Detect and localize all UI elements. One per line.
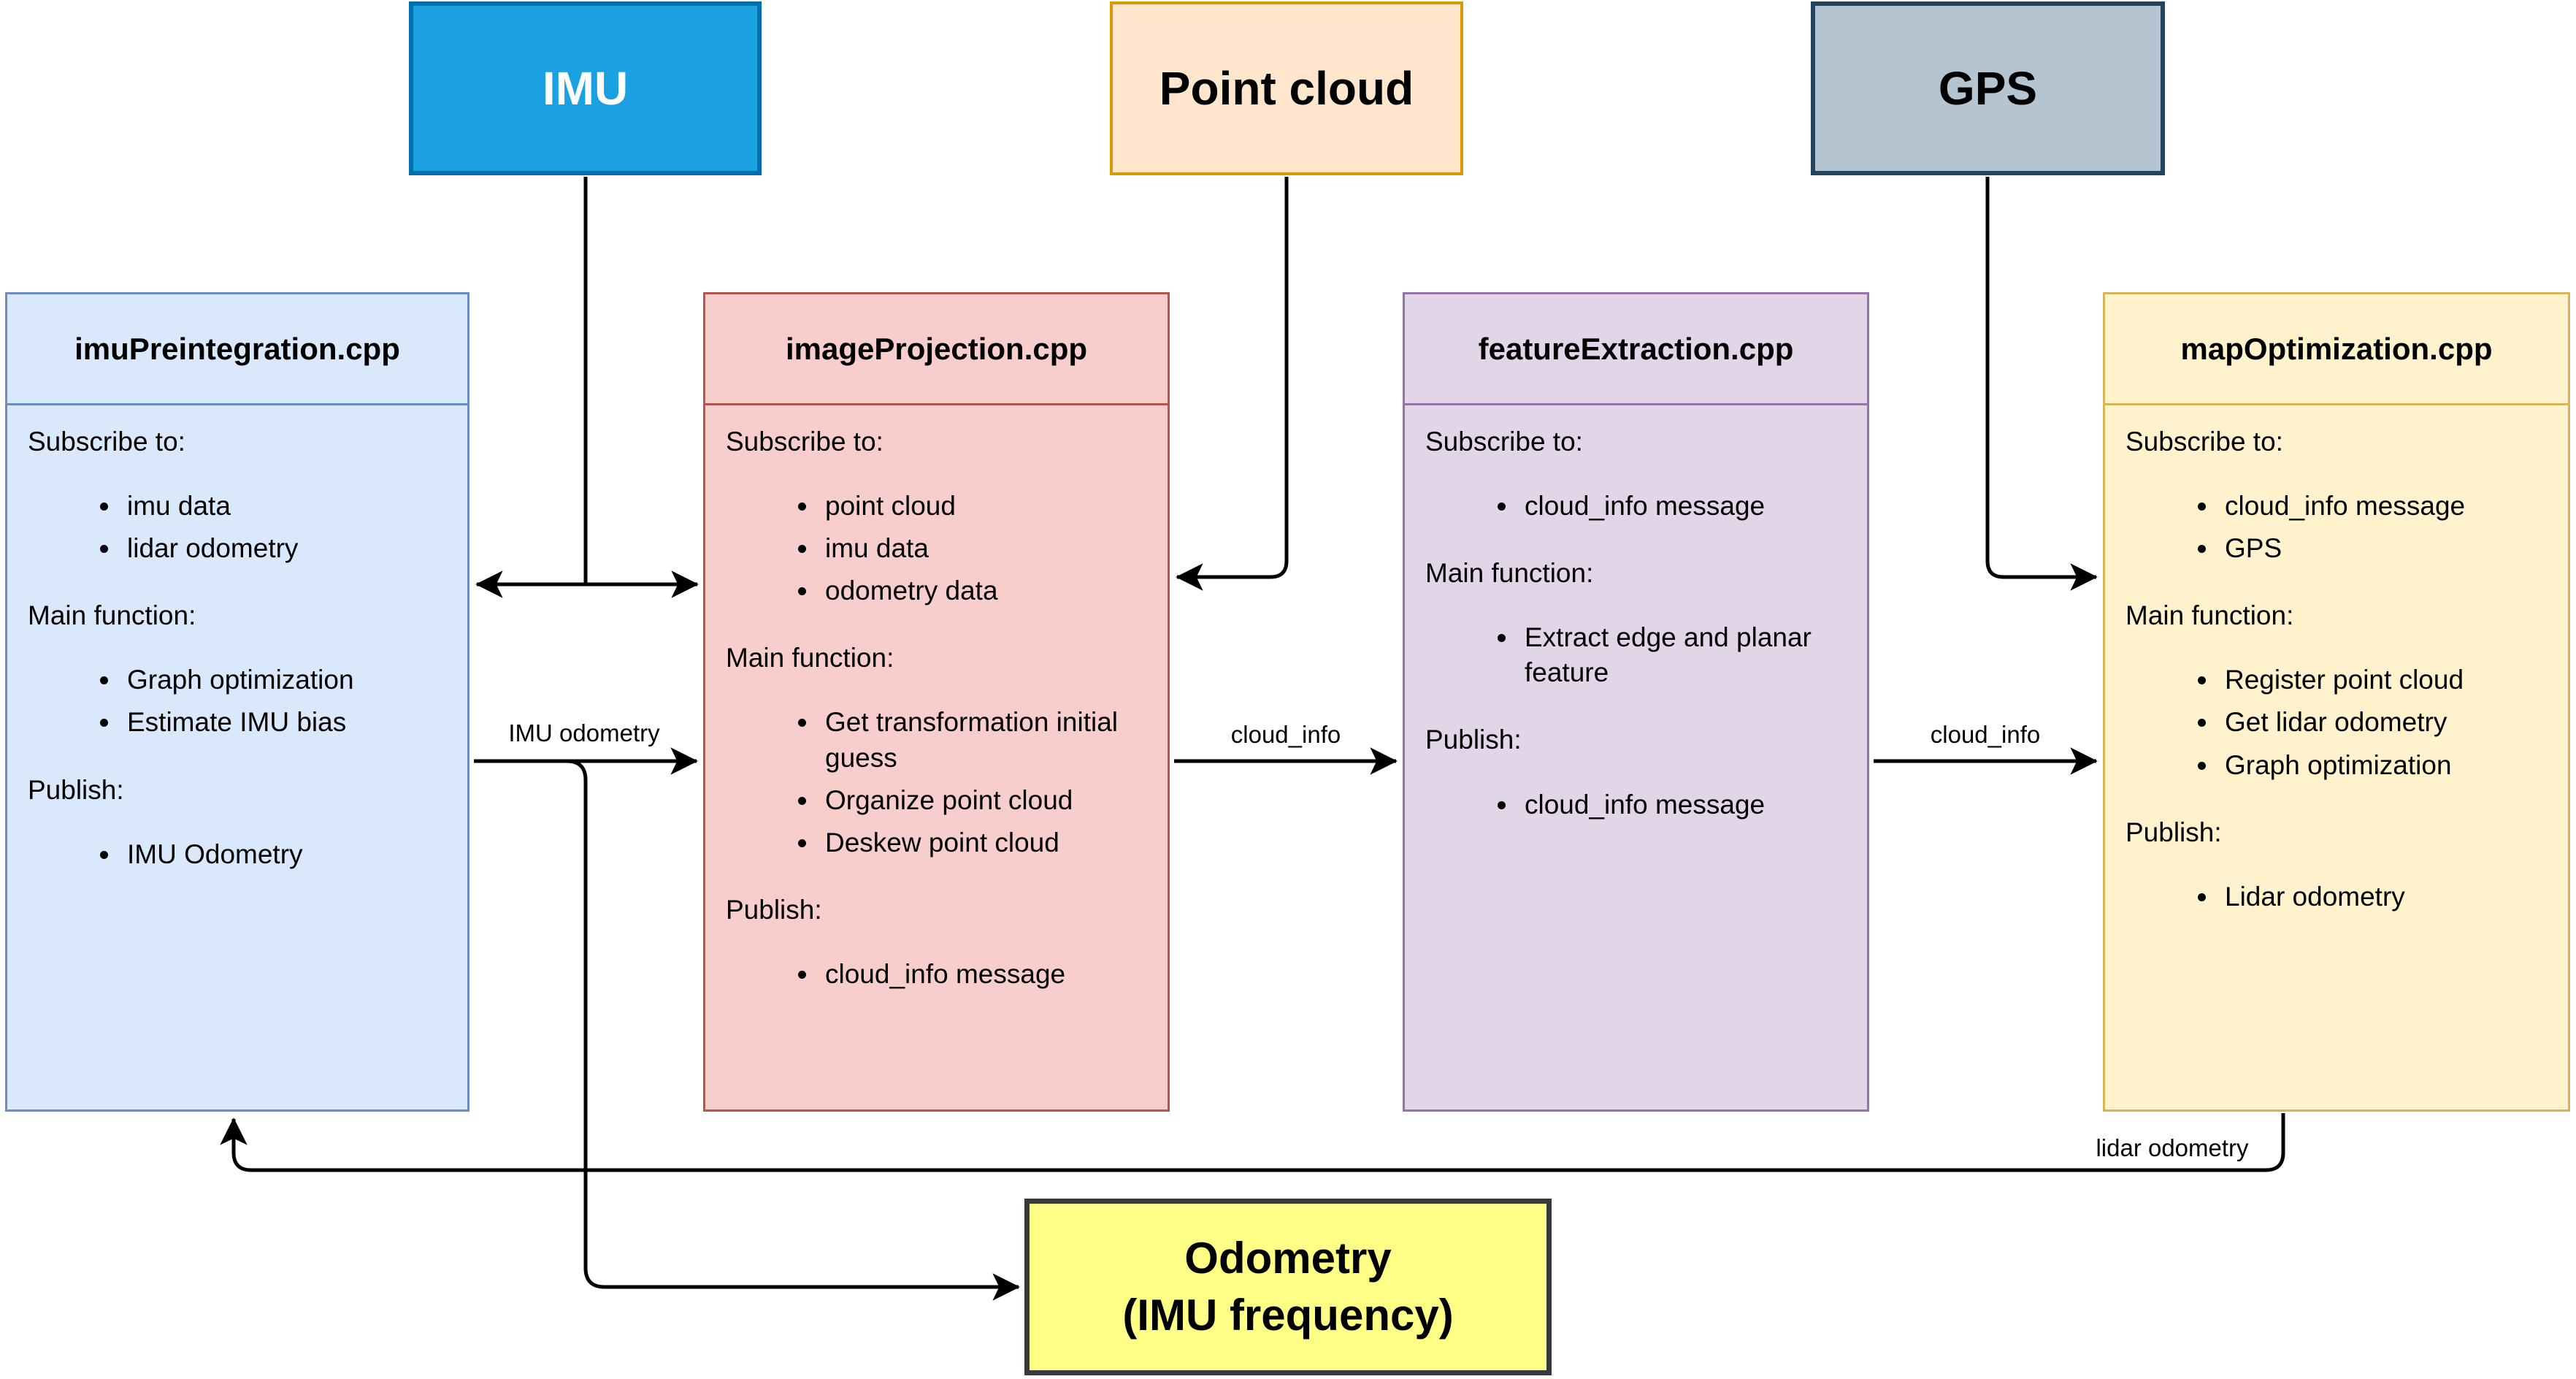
sink-label-line2: (IMU frequency) <box>1122 1291 1454 1340</box>
list-item: Estimate IMU bias <box>121 705 454 740</box>
section-list: Extract edge and planar feature <box>1425 620 1854 690</box>
section-heading: Main function: <box>28 600 196 631</box>
list-item: Deskew point cloud <box>819 825 1154 860</box>
list-item: Extract edge and planar feature <box>1519 620 1854 690</box>
node-title: imuPreintegration.cpp <box>7 294 467 405</box>
list-item: IMU Odometry <box>121 837 454 872</box>
section-heading: Subscribe to: <box>1425 427 1583 457</box>
section-list: cloud_info message <box>726 957 1154 992</box>
node-imu-preintegration: imuPreintegration.cpp Subscribe to: imu d… <box>5 292 469 1112</box>
edge-odometry-branch-arrow <box>566 759 1020 1301</box>
section-list: IMU Odometry <box>28 837 454 872</box>
list-item: Get transformation initial guess <box>819 705 1154 775</box>
section-heading: Main function: <box>2125 600 2294 631</box>
section-heading: Subscribe to: <box>2125 427 2283 457</box>
list-item: cloud_info message <box>819 957 1154 992</box>
list-item: Register point cloud <box>2219 662 2555 698</box>
node-title: featureExtraction.cpp <box>1405 294 1867 405</box>
section-list: Lidar odometry <box>2125 879 2555 914</box>
section-heading: Publish: <box>2125 817 2222 847</box>
source-box-point-cloud: Point cloud <box>1110 1 1463 175</box>
source-label-point-cloud: Point cloud <box>1159 62 1414 115</box>
node-title: imageProjection.cpp <box>705 294 1168 405</box>
list-item: imu data <box>121 489 454 524</box>
section-heading: Publish: <box>28 774 124 805</box>
node-feature-extraction: featureExtraction.cpp Subscribe to: cloud… <box>1403 292 1869 1112</box>
list-item: lidar odometry <box>121 531 454 566</box>
list-item: GPS <box>2219 531 2555 566</box>
node-body: Subscribe to: imu data lidar odometryMain … <box>7 405 467 872</box>
section-list: Get transformation initial guessOrganize… <box>726 705 1154 860</box>
section-heading: Main function: <box>1425 558 1594 589</box>
sink-box-odometry: Odometry (IMU frequency) <box>1024 1199 1552 1375</box>
source-label-imu: IMU <box>542 62 629 115</box>
node-image-projection: imageProjection.cpp Subscribe to: point c… <box>703 292 1170 1112</box>
section-heading: Publish: <box>1425 725 1522 755</box>
list-item: Get lidar odometry <box>2219 705 2555 740</box>
node-title: mapOptimization.cpp <box>2105 294 2568 405</box>
node-body: Subscribe to: point cloud imu data odometry… <box>705 405 1168 992</box>
sink-label-line1: Odometry <box>1184 1234 1392 1283</box>
section-list: Register point cloudGet lidar odometryGr… <box>2125 662 2555 782</box>
list-item: Lidar odometry <box>2219 879 2555 914</box>
list-item: Graph optimization <box>121 662 454 698</box>
section-list: imu data lidar odometry <box>28 489 454 566</box>
section-heading: Publish: <box>726 894 822 925</box>
section-list: cloud_info messageGPS <box>2125 489 2555 566</box>
edge-label-cloud-info-2: cloud_info <box>1924 720 2047 749</box>
section-heading: Subscribe to: <box>726 427 883 457</box>
list-item: Organize point cloud <box>819 783 1154 818</box>
list-item: Graph optimization <box>2219 748 2555 783</box>
list-item: odometry data <box>819 573 1154 608</box>
section-list: point cloud imu data odometry data <box>726 489 1154 608</box>
list-item: point cloud <box>819 489 1154 524</box>
list-item: cloud_info message <box>2219 489 2555 524</box>
edge-gps-arrow <box>1985 177 2098 591</box>
edge-pointcloud-arrow <box>1176 177 1289 591</box>
section-heading: Main function: <box>726 643 894 673</box>
source-box-gps: GPS <box>1811 1 2165 175</box>
node-map-optimization: mapOptimization.cpp Subscribe to: cloud_i… <box>2103 292 2570 1112</box>
node-body: Subscribe to: cloud_info messageGPS Main f… <box>2105 405 2568 914</box>
edge-lidar-odometry-feedback-arrow <box>220 1113 2285 1172</box>
section-list: cloud_info message <box>1425 489 1854 524</box>
section-list: Graph optimizationEstimate IMU bias <box>28 662 454 740</box>
list-item: cloud_info message <box>1519 489 1854 524</box>
edge-label-imu-odometry: IMU odometry <box>502 719 666 748</box>
source-box-imu: IMU <box>409 1 762 175</box>
section-list: cloud_info message <box>1425 787 1854 822</box>
edge-label-lidar-odometry: lidar odometry <box>2090 1134 2255 1163</box>
source-label-gps: GPS <box>1938 62 2038 115</box>
list-item: imu data <box>819 531 1154 566</box>
list-item: cloud_info message <box>1519 787 1854 822</box>
section-heading: Subscribe to: <box>28 427 185 457</box>
edge-label-cloud-info-1: cloud_info <box>1224 720 1347 749</box>
